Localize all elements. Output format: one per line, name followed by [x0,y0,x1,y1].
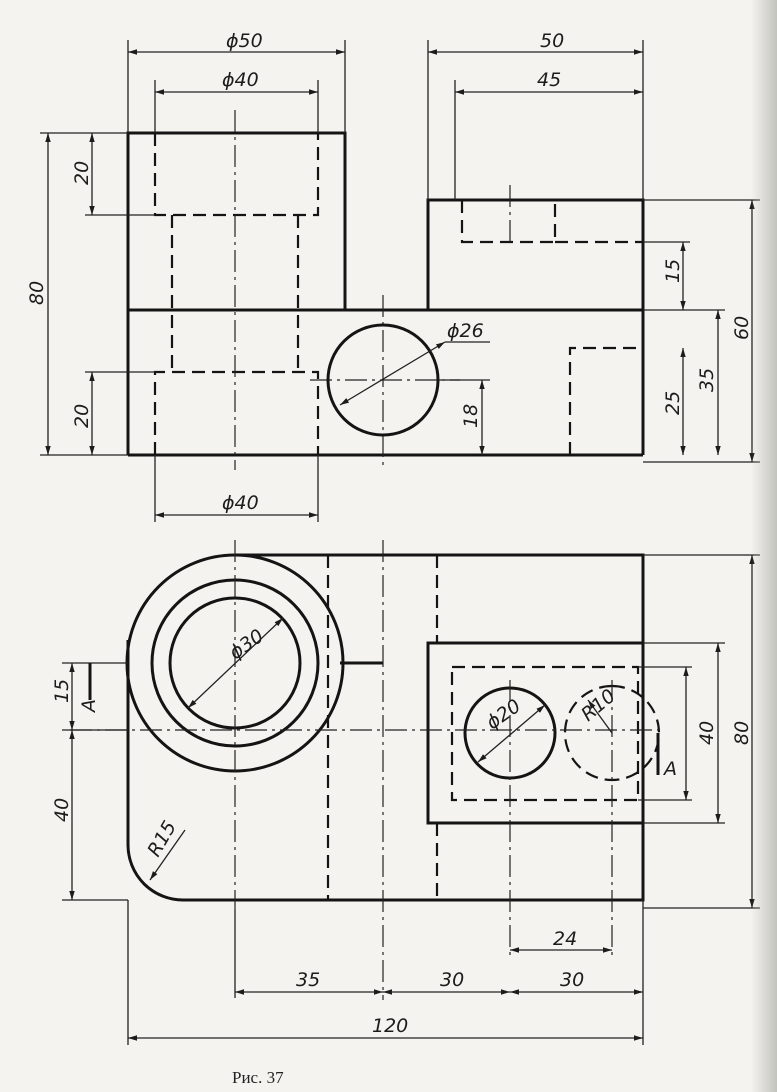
front-dimensions: ϕ50 ϕ40 50 45 80 20 20 [26,30,760,522]
dim-phi50: ϕ50 [226,30,263,52]
dim-20-bottom: 20 [71,404,93,428]
page-edge-shadow [751,0,777,1092]
dim-35-top: 35 [296,969,320,991]
dim-25: 25 [662,391,684,415]
dim-35-front: 35 [696,368,718,392]
front-hidden-lines [153,133,643,455]
dim-r10: R10 [577,685,620,726]
dim-phi26: ϕ26 [447,320,484,342]
dim-20-top: 20 [71,161,93,185]
dim-40-left: 40 [51,798,73,822]
top-dimensions: ϕ30 ϕ20 R10 R15 15 40 A A 40 [51,554,760,1045]
top-view: ϕ30 ϕ20 R10 R15 15 40 A A 40 [51,540,760,1045]
front-outline [126,131,645,457]
dim-phi40-bottom: ϕ40 [222,492,259,514]
dim-24: 24 [553,928,577,950]
section-a-left: A [78,699,100,714]
dim-r15: R15 [143,817,181,860]
top-hidden-lines [326,555,661,900]
dim-80-left: 80 [26,281,48,305]
dim-30-b: 30 [560,969,584,991]
section-a-right: A [662,758,677,780]
figure-caption: Рис. 37 [232,1068,284,1087]
dim-45: 45 [537,69,561,91]
dim-40-right: 40 [696,721,718,745]
dim-phi30: ϕ30 [225,625,268,664]
dim-phi40-top: ϕ40 [222,69,259,91]
dim-60: 60 [731,316,753,340]
dim-120: 120 [372,1015,408,1037]
front-view: ϕ50 ϕ40 50 45 80 20 20 [26,30,760,522]
dim-18: 18 [460,404,482,428]
dim-15-top: 15 [51,679,73,703]
dim-80-right: 80 [731,721,753,745]
dim-30-a: 30 [440,969,464,991]
dim-15: 15 [662,259,684,283]
dim-50: 50 [540,30,564,52]
